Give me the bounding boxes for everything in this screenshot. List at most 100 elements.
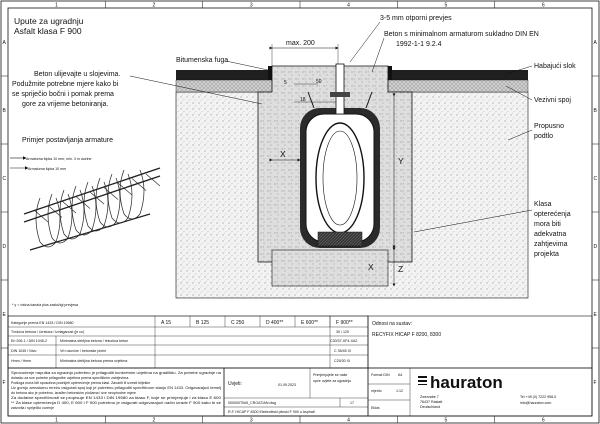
title-block: Uvjeti: 01.09.2023 Primjenjujete se naše… xyxy=(223,315,593,417)
frame-col-label: 2 xyxy=(153,3,156,9)
label-prevjes: 3-5 mm otporni prevjes xyxy=(380,15,452,22)
load-class-header: A 15 xyxy=(161,320,171,326)
rebar-label-1: Armaturna šipka 10 mm; min. 3 m dužine xyxy=(26,157,92,161)
rebar-tie xyxy=(131,178,147,191)
frame-col-label: 2 xyxy=(153,418,156,424)
label-bitumen-joint: Bitumenska fuga xyxy=(176,57,228,64)
rebar-title: Primjer postavljanja armature xyxy=(22,137,113,144)
channel-segment xyxy=(47,193,73,244)
rebar-top-2 xyxy=(23,175,161,223)
slot-flange xyxy=(330,92,350,97)
cross-section: max. 200 5 50 18 X Y Z X xyxy=(175,40,529,299)
rebar-tie xyxy=(33,209,49,223)
anchor-left xyxy=(307,91,315,109)
f-row4: C 35/45 XI xyxy=(334,349,351,353)
f-row3: C30/37-XF4-XA2 xyxy=(330,339,357,343)
label-klasa-5: zahtjevima xyxy=(534,241,568,248)
row5-value: Minimalna debljina betona prema uvjetima xyxy=(60,359,127,363)
addr-1: Zwerzabe 7 xyxy=(420,395,439,399)
frame-row-label: C xyxy=(594,176,598,182)
rebar-tie xyxy=(75,196,91,209)
dim-5: 5 xyxy=(284,80,287,86)
frame-row-label: C xyxy=(3,176,7,182)
row4-label: DIN 1045 / Nivo xyxy=(11,349,36,353)
label-beton-std-1: Beton s minimalnom armaturom sukladno DI… xyxy=(384,31,539,38)
label-propusno-2: podtlo xyxy=(534,133,553,140)
load-class-header: E 600** xyxy=(301,320,318,326)
frame-row-label: E xyxy=(594,312,598,318)
label-klasa-6: projekta xyxy=(534,251,559,258)
company-name: hauraton xyxy=(430,373,503,392)
hauraton-logo: hauraton xyxy=(418,373,503,392)
scale-label: mjerilo xyxy=(371,389,382,393)
dim-x: X xyxy=(280,149,286,159)
frame-col-label: 1 xyxy=(55,418,58,424)
frame-row-label: A xyxy=(594,40,598,46)
note-line-6: Za dodatne specifičnosti se propisuje EN… xyxy=(11,396,221,400)
label-habajuci: Habajući slok xyxy=(534,63,576,70)
installation-notes: Sprovodenje naputka za ugradnju potrebno… xyxy=(7,367,225,417)
rebar-tie xyxy=(117,182,133,196)
title-line-1: Upute za ugradnju xyxy=(14,16,84,26)
dim-max-200: max. 200 xyxy=(286,40,315,47)
bitumen-joint-left xyxy=(268,66,272,80)
load-class-header: D 400** xyxy=(266,320,283,326)
dim-18: 18 xyxy=(300,97,306,103)
row1-label: Kategorije prema EN 1433 / DIN 19580 xyxy=(11,321,74,325)
note-line-4: Uz gornju armaturnu mrežu osigurati spoj… xyxy=(11,386,221,390)
prim-2: opće uvjete za ugradnju xyxy=(313,379,351,383)
rebar-tie xyxy=(89,191,105,205)
row2-label: Tvrdoća betona / čvrstoća / izvlaganost … xyxy=(11,330,84,334)
drawing-title: Upute za ugradnju Asfalt klasa F 900 xyxy=(14,16,84,36)
addr-2: 76437 Rastatt xyxy=(420,400,442,404)
load-class-header: B 125 xyxy=(196,320,209,326)
row5-label: Hmm / Hmm xyxy=(11,359,31,363)
row3-label: En 206-1 / DIN 1045-2 xyxy=(11,339,47,343)
channel-segment xyxy=(59,189,85,240)
label-vezivni: Vezivni spoj xyxy=(534,97,571,104)
label-beton-std-2: 1992-1-1 9.2.4 xyxy=(396,41,442,48)
bitumen-joint-right xyxy=(388,66,392,80)
channel-slot xyxy=(335,63,345,115)
beton-note-1: Beton ulijevajte u slojevima. xyxy=(34,71,120,78)
label-klasa-2: opterećenja xyxy=(534,211,571,218)
label-klasa-3: mora biti xyxy=(534,221,561,228)
web: info@hauraton.com xyxy=(520,401,551,405)
rebar-top xyxy=(23,167,161,215)
product: RECYFIX HICAP F 8200, 8300 xyxy=(372,332,441,338)
spec-table: Kategorije prema EN 1433 / DIN 19580 Tvr… xyxy=(7,315,369,369)
label-klasa-4: adekvatna xyxy=(534,231,566,238)
rebar-example: Primjer postavljanja armature Armaturna … xyxy=(10,137,161,251)
dim-50: 50 xyxy=(316,79,322,85)
note-line-5: do betona ako je potrebno, izrađen beton… xyxy=(11,391,136,395)
note-line-3: Podloga mora biti sposobna podnijeti opt… xyxy=(11,381,150,385)
f-row2: 30 / 120 xyxy=(336,330,349,334)
frame-row-label: D xyxy=(594,244,598,250)
frame-col-label: 1 xyxy=(55,3,58,9)
tel: Tel +49 (0) 7222 958-0 xyxy=(520,395,556,399)
frame-row-label: A xyxy=(3,40,7,46)
load-class-header: C 250 xyxy=(231,320,245,326)
frame-col-label: 4 xyxy=(347,3,350,9)
dim-z: Z xyxy=(398,264,403,274)
label-klasa-1: Klasa xyxy=(534,201,552,208)
title-line-2: Asfalt klasa F 900 xyxy=(14,26,82,36)
uvjet-label: Uvjeti: xyxy=(228,381,242,387)
dim-x-right: X xyxy=(368,262,374,272)
scale-value: 1:12 xyxy=(396,389,403,393)
frame-col-label: 4 xyxy=(347,418,350,424)
row4-value: Vrh osovine / betonske plohe xyxy=(60,349,106,353)
rebar-tie xyxy=(145,173,161,187)
label-propusno-1: Propusno xyxy=(534,123,564,130)
note-line-8: zatvorila i spriječilo curenje xyxy=(11,406,54,410)
unit-label: Ekkis xyxy=(371,406,380,410)
addr-3: Deutschland xyxy=(420,405,440,409)
footnote: * y = visina kanala plus zasložigi prevj… xyxy=(12,303,78,307)
note-line-2: dolasku za sve potrebe prilagodbe uvjeti… xyxy=(11,376,129,380)
rebar-tie xyxy=(47,205,63,218)
callouts: Bitumenska fuga 3-5 mm otporni prevjes B… xyxy=(12,15,576,258)
channel-foot xyxy=(317,231,363,247)
frame-col-label: 3 xyxy=(250,418,253,424)
frame-col-label: 3 xyxy=(250,3,253,9)
frame-col-label: 6 xyxy=(542,418,545,424)
